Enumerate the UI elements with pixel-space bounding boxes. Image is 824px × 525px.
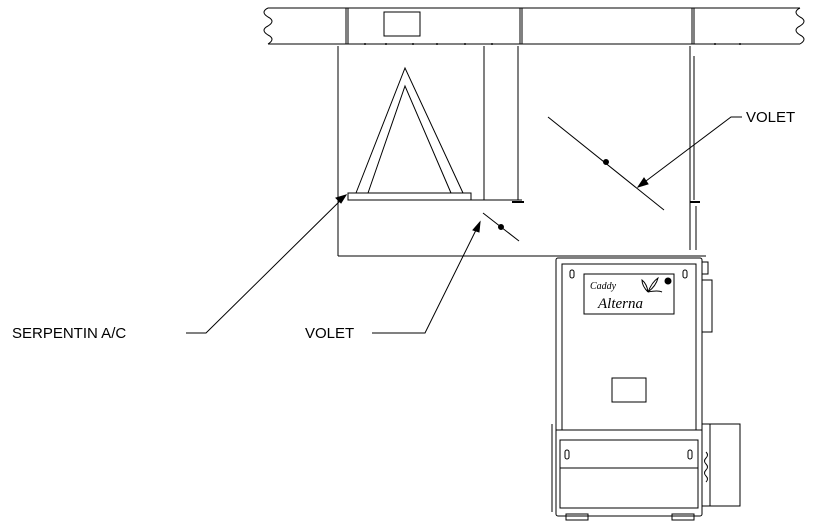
furnace-logo-panel	[583, 273, 675, 315]
side-coil	[704, 451, 708, 483]
leader-damper-top	[637, 116, 742, 188]
coil-plenum	[337, 46, 706, 257]
furnace-brand: Caddy	[590, 281, 617, 292]
leader-coil	[186, 194, 347, 334]
coil-drain-pan	[347, 192, 472, 201]
duct-access-panel	[383, 11, 421, 37]
label-serpentin-ac: SERPENTIN A/C	[12, 325, 126, 342]
supply-duct	[263, 7, 805, 45]
furnace-model: Alterna	[597, 296, 643, 312]
furnace-foot-left	[565, 513, 589, 521]
duct-rivets	[364, 43, 741, 45]
damper-top	[547, 116, 665, 211]
duct-break-right	[795, 7, 805, 45]
arrowhead-damper-top	[636, 177, 649, 188]
furnace-foot-right	[671, 513, 695, 521]
a-coil	[347, 66, 472, 201]
furnace-lower-door	[559, 439, 699, 509]
leader-lines	[186, 116, 742, 334]
duct-break-left	[263, 7, 273, 45]
arrowhead-damper-bottom	[472, 220, 481, 233]
furnace	[551, 257, 741, 521]
furnace-view-window	[611, 377, 647, 403]
furnace-side-box	[701, 423, 741, 507]
label-volet-bottom: VOLET	[305, 325, 354, 342]
leaf-icon	[647, 276, 659, 293]
leader-damper-bottom	[372, 221, 481, 334]
arrowhead-coil	[335, 194, 348, 204]
damper-bottom	[482, 212, 520, 242]
label-volet-top: VOLET	[746, 109, 795, 126]
